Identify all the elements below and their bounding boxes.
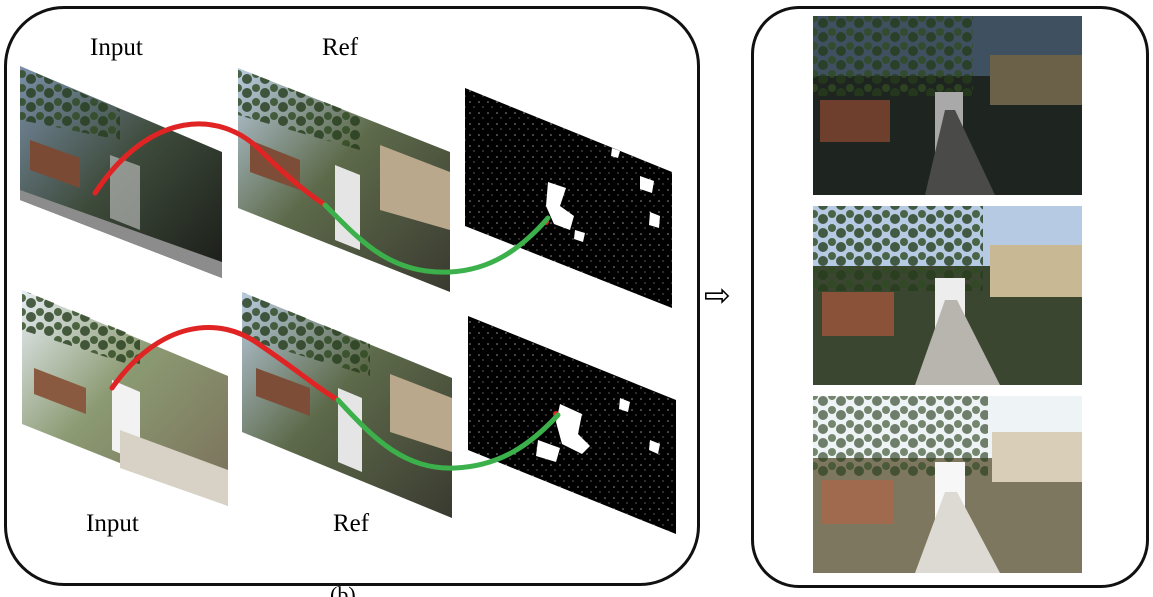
top-input-label: Input [90, 34, 143, 61]
bottom-green-correspondence [335, 397, 561, 471]
bottom-ref-label: Ref [333, 510, 370, 537]
top-mask-image [465, 88, 672, 308]
bottom-red-correspondence [109, 325, 341, 403]
result-frame-dark [813, 16, 1082, 195]
top-ref-image [238, 68, 450, 292]
panel-caption: (b) [330, 582, 356, 597]
result-frame-bright [813, 396, 1082, 573]
top-red-correspondence [92, 121, 328, 208]
bottom-input-label: Input [86, 510, 139, 537]
top-green-correspondence [322, 202, 551, 275]
top-ref-label: Ref [322, 34, 359, 61]
top-input-image [20, 66, 222, 278]
right-arrow-icon: ⇨ [704, 276, 731, 314]
bottom-input-image [22, 290, 228, 506]
result-frame-medium [813, 206, 1082, 385]
bottom-ref-image [242, 292, 452, 518]
bottom-mask-image [468, 316, 676, 534]
